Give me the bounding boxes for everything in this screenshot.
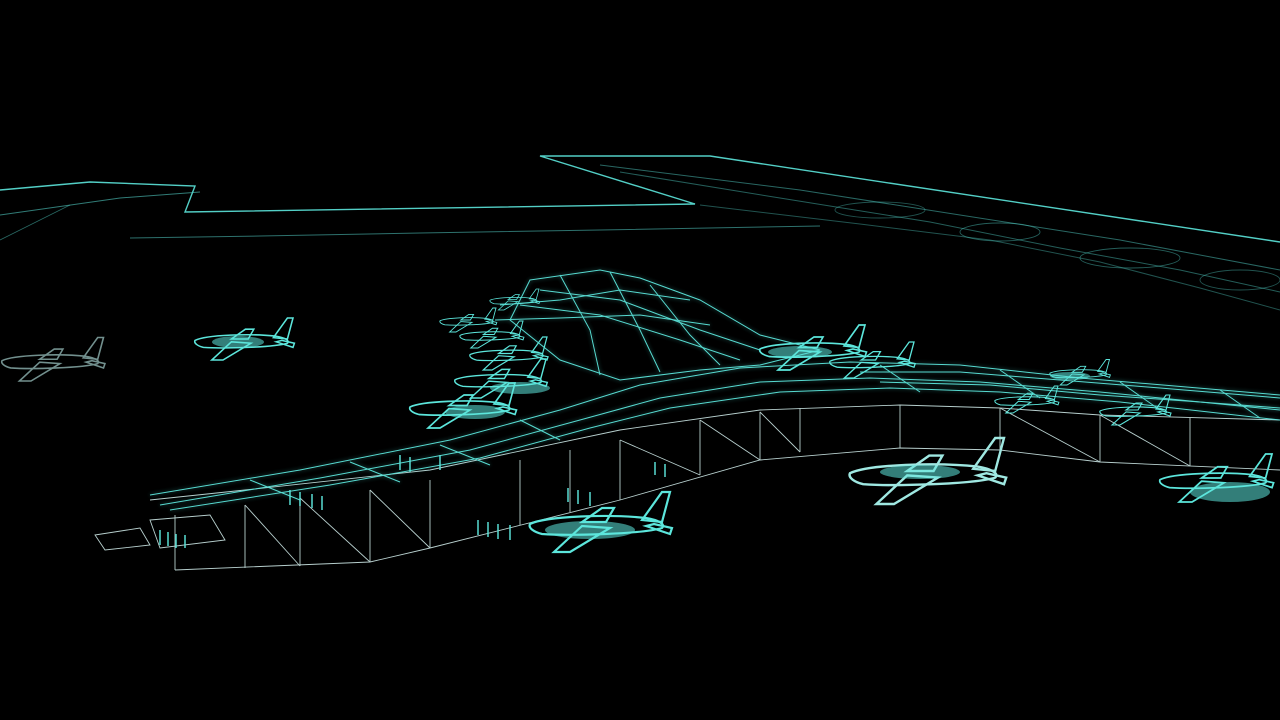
truss-diagonal: [244, 504, 301, 567]
concourse-cross: [1219, 389, 1261, 419]
cluster: [490, 382, 550, 394]
hub-rib: [609, 271, 661, 373]
cluster: [212, 336, 264, 348]
truss-top-edge: [149, 404, 1280, 501]
runway-edge-left: [0, 155, 1280, 243]
hub-rib: [649, 284, 721, 366]
truss-diagonal: [619, 439, 701, 476]
truss-diagonal: [699, 419, 761, 461]
pier-left-small: [94, 527, 151, 551]
cluster: [545, 521, 635, 539]
runway-outlines: [0, 155, 1280, 311]
concourse-cross: [999, 369, 1041, 399]
hub-rib: [494, 314, 711, 326]
cluster: [880, 465, 960, 479]
hub-rib: [519, 304, 741, 361]
concourse-cross: [439, 444, 491, 466]
taxiway-loop-1: [959, 222, 1041, 242]
taxiway-loop-4: [834, 201, 926, 219]
concourse-spine-1: [149, 361, 1280, 496]
concourse-spine-2: [159, 377, 1280, 506]
taxiway-loop-2: [1079, 247, 1181, 269]
truss-diagonal: [299, 497, 371, 563]
apron-edge-left: [0, 204, 71, 241]
concourse-cross: [249, 479, 301, 501]
taxiway-line-3: [619, 171, 1280, 293]
pier-left-block: [149, 514, 226, 549]
runway-edge-mid: [0, 191, 201, 216]
truss-diagonal: [369, 489, 431, 549]
cluster: [445, 405, 505, 419]
hub-rib: [539, 289, 761, 351]
concourse-cross: [519, 419, 561, 441]
right-concourse-roof: [860, 371, 1280, 399]
cluster: [1050, 372, 1090, 380]
terminal-base-truss: [94, 404, 1280, 571]
truss-diagonal: [999, 407, 1101, 463]
right-concourse-roof: [879, 381, 1280, 409]
terminal-roof-wireframe: [149, 269, 1280, 511]
gate-stands: [159, 455, 666, 548]
cluster: [768, 346, 832, 358]
taxiway-line-1: [129, 225, 821, 239]
concourse-cross: [879, 364, 921, 393]
concourse-cross: [1119, 381, 1161, 411]
concourse-spine-3: [169, 387, 1280, 511]
cluster: [1190, 482, 1270, 502]
concourse-cross: [349, 461, 401, 483]
taxiway-loop-3: [1199, 269, 1280, 291]
truss-diagonal: [759, 411, 801, 453]
hub-rib: [559, 274, 601, 376]
truss-diagonal: [1099, 414, 1191, 467]
taxiway-line-2: [599, 164, 1280, 271]
taxiway-line-4: [699, 204, 1280, 311]
bright-clusters: [212, 336, 1270, 539]
